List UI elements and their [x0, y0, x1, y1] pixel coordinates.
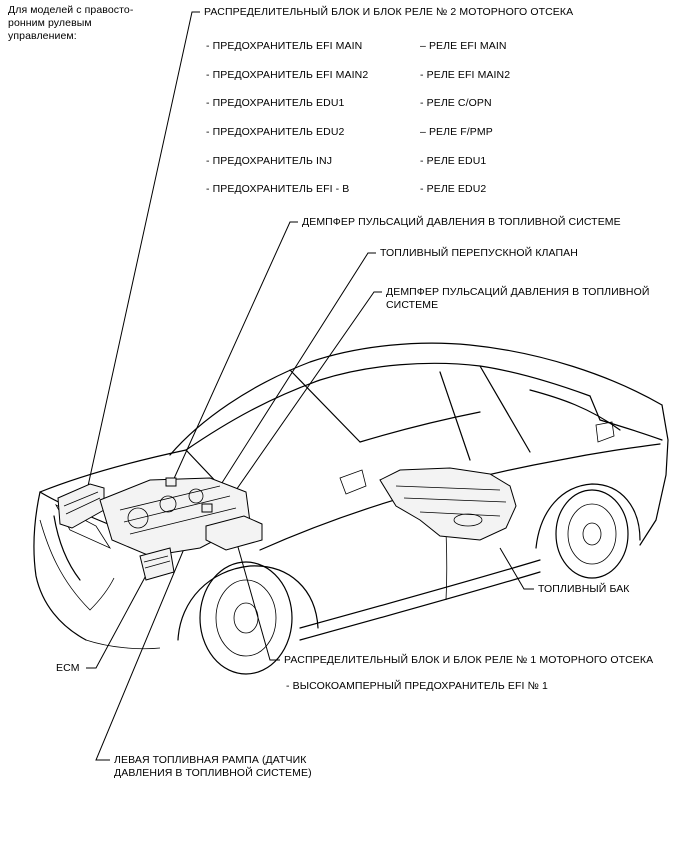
relay-efi-main: – РЕЛЕ EFI MAIN [420, 40, 507, 52]
leader-fuel-rail [95, 543, 187, 761]
label-fuel-rail: ЛЕВАЯ ТОПЛИВНАЯ РАМПА (ДАТЧИК ДАВЛЕНИЯ В… [114, 754, 312, 779]
relay-edu2: - РЕЛЕ EDU2 [420, 183, 487, 195]
leader-bypass-valve [205, 252, 376, 509]
fuse-edu2: - ПРЕДОХРАНИТЕЛЬ EDU2 [206, 126, 345, 138]
label-hi-amp-fuse: - ВЫСОКОАМПЕРНЫЙ ПРЕДОХРАНИТЕЛЬ EFI № 1 [286, 680, 548, 692]
leader-damper-1 [171, 221, 298, 484]
relay-f-pmp: – РЕЛЕ F/PMP [420, 126, 493, 138]
fuse-inj: - ПРЕДОХРАНИТЕЛЬ INJ [206, 155, 333, 167]
label-ecm: ECM [56, 662, 80, 674]
label-damper-2: ДЕМПФЕР ПУЛЬСАЦИЙ ДАВЛЕНИЯ В ТОПЛИВНОЙ С… [386, 286, 650, 311]
leader-damper-2 [217, 291, 382, 517]
leader-fuel-tank [499, 547, 534, 590]
fuse-edu1: - ПРЕДОХРАНИТЕЛЬ EDU1 [206, 97, 345, 109]
engine-components [57, 477, 263, 581]
label-relay-block-2: РАСПРЕДЕЛИТЕЛЬНЫЙ БЛОК И БЛОК РЕЛЕ № 2 М… [204, 6, 574, 18]
fuel-tank-shape [379, 467, 517, 541]
label-bypass-valve: ТОПЛИВНЫЙ ПЕРЕПУСКНОЙ КЛАПАН [380, 247, 578, 259]
label-damper-1: ДЕМПФЕР ПУЛЬСАЦИЙ ДАВЛЕНИЯ В ТОПЛИВНОЙ С… [302, 216, 621, 228]
leader-relay-block-2 [87, 11, 200, 487]
ecm-shape [139, 547, 175, 581]
leader-relay-block-1 [235, 539, 280, 661]
relay-efi-main2: - РЕЛЕ EFI MAIN2 [420, 69, 511, 81]
fuse-efi-b: - ПРЕДОХРАНИТЕЛЬ EFI - B [206, 183, 350, 195]
label-relay-block-1: РАСПРЕДЕЛИТЕЛЬНЫЙ БЛОК И БЛОК РЕЛЕ № 1 М… [284, 654, 654, 666]
model-note: Для моделей с правосто- ронним рулевым у… [8, 4, 134, 42]
fuse-efi-main: - ПРЕДОХРАНИТЕЛЬ EFI MAIN [206, 40, 363, 52]
car-body [33, 342, 669, 675]
relay-c-opn: - РЕЛЕ C/OPN [420, 97, 492, 109]
fuel-damper-1-shape [165, 477, 177, 487]
relay-edu1: - РЕЛЕ EDU1 [420, 155, 487, 167]
leader-ecm [86, 567, 151, 669]
bypass-valve-shape [201, 503, 213, 513]
relay-block-1-shape [205, 515, 263, 551]
fuse-efi-main2: - ПРЕДОХРАНИТЕЛЬ EFI MAIN2 [206, 69, 369, 81]
label-fuel-tank: ТОПЛИВНЫЙ БАК [538, 583, 630, 595]
leader-lines [86, 11, 534, 761]
